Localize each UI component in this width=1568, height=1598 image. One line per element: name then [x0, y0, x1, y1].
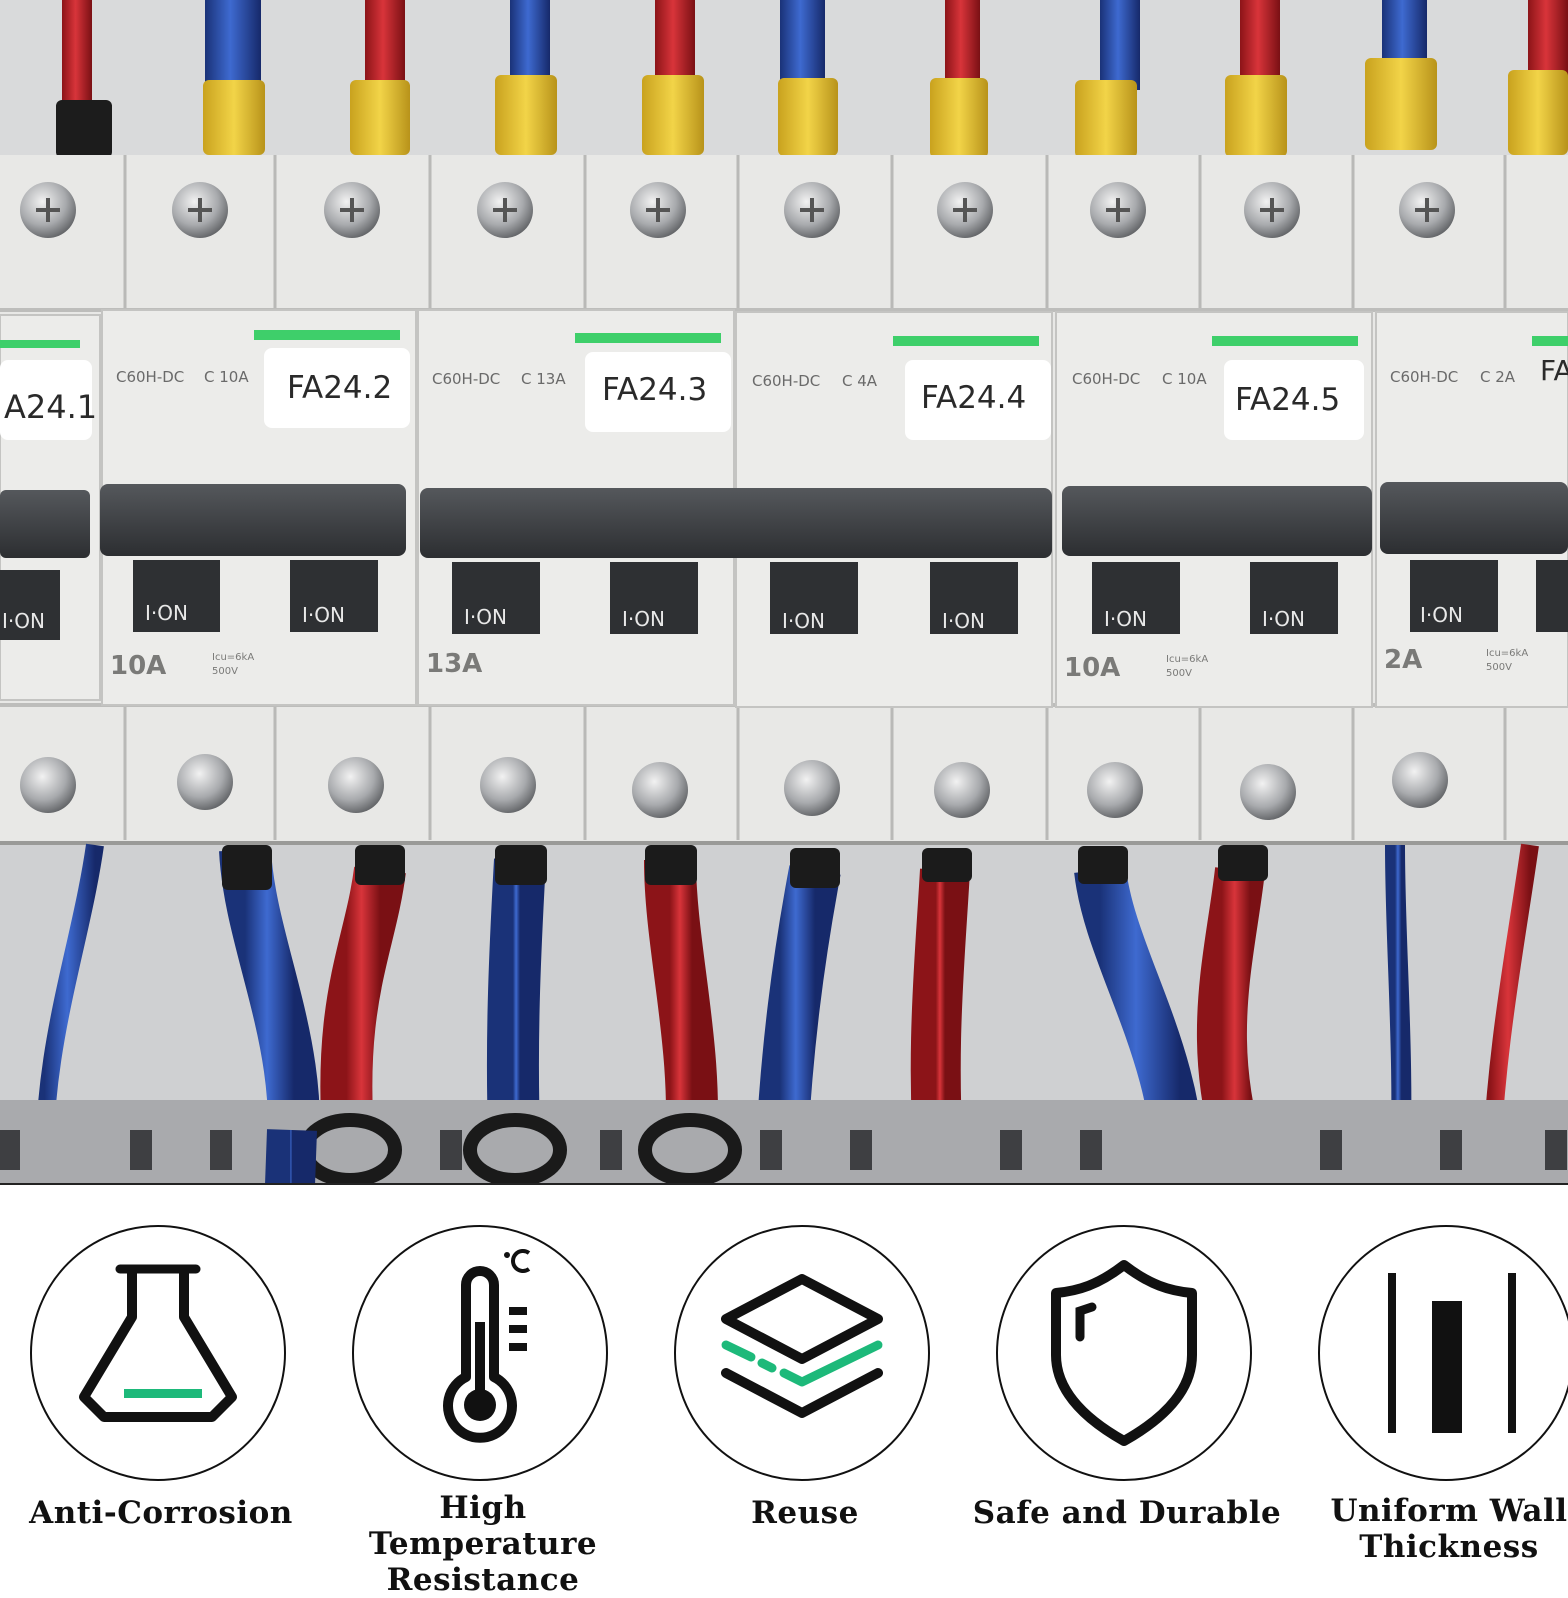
feature-circle: [674, 1225, 930, 1481]
feature-uniform-wall: Uniform Wall Thickness: [1288, 1225, 1568, 1568]
code-3: C 4A: [842, 372, 878, 390]
on-label: I·ON: [1262, 607, 1305, 631]
model-5: C60H-DC: [1390, 368, 1458, 386]
voltage-1: 500V: [212, 666, 238, 677]
on-label: I·ON: [1420, 603, 1463, 627]
on-label: I·ON: [942, 609, 985, 633]
model-1: C60H-DC: [116, 368, 184, 386]
tag-fa242: FA24.2: [287, 370, 392, 406]
feature-label: Uniform Wall Thickness: [1330, 1493, 1568, 1565]
bottom-terminal-screws: [20, 752, 1448, 820]
feature-reuse: Reuse: [644, 1225, 966, 1568]
on-label: I·ON: [145, 601, 188, 625]
code-5: C 2A: [1480, 368, 1516, 386]
circuit-breaker-photo: A24.1 FA24.2 FA24.3 FA24.4 FA24.5 FA C60…: [0, 0, 1568, 1185]
feature-label: Anti-Corrosion: [29, 1495, 293, 1531]
tag-fa244: FA24.4: [921, 380, 1026, 416]
tag-fa-partial: FA: [1540, 354, 1568, 387]
code-1: C 10A: [204, 368, 249, 386]
voltage-5: 500V: [1486, 662, 1512, 673]
on-label: I·ON: [464, 605, 507, 629]
feature-label: High Temperature Resistance: [368, 1490, 598, 1598]
on-label: I·ON: [782, 609, 825, 633]
breaker-handles: I·ON I·ON I·ON I·ON I·ON I·ON I·ON I·ON …: [0, 482, 1568, 683]
icu-5: Icu=6kA: [1486, 648, 1528, 659]
cable-duct: [0, 1100, 1568, 1185]
top-wires: [56, 0, 1568, 158]
feature-high-temperature: High Temperature Resistance: [322, 1225, 644, 1598]
code-4: C 10A: [1162, 370, 1207, 388]
on-label: I·ON: [302, 603, 345, 627]
feature-circle: [30, 1225, 286, 1481]
flask-icon: [79, 1264, 237, 1422]
tag-fa243: FA24.3: [602, 372, 707, 408]
feature-safe-durable: Safe and Durable: [966, 1225, 1288, 1568]
tag-left: A24.1: [4, 388, 97, 426]
feature-anti-corrosion: Anti-Corrosion: [0, 1225, 322, 1568]
code-2: C 13A: [521, 370, 566, 388]
on-label: I·ON: [2, 609, 45, 633]
layers-icon: [721, 1274, 883, 1418]
feature-circle: [1318, 1225, 1568, 1481]
rating-4: 10A: [1064, 653, 1120, 683]
rating-2: 13A: [426, 649, 482, 679]
feature-row: Anti-Corrosion High Temperature Resistan…: [0, 1185, 1568, 1598]
top-terminal-screws: [20, 182, 1455, 238]
thermometer-icon: [443, 1249, 531, 1443]
rating-1: 10A: [110, 651, 166, 681]
tag-fa245: FA24.5: [1235, 382, 1340, 418]
icu-1: Icu=6kA: [212, 652, 254, 663]
icu-4: Icu=6kA: [1166, 654, 1208, 665]
wall-thickness-icon: [1388, 1273, 1516, 1433]
feature-label: Reuse: [751, 1495, 859, 1531]
model-3: C60H-DC: [752, 372, 820, 390]
feature-circle: [352, 1225, 608, 1481]
breaker-labels: A24.1 FA24.2 FA24.3 FA24.4 FA24.5 FA C60…: [0, 330, 1568, 440]
on-label: I·ON: [1104, 607, 1147, 631]
on-label: I·ON: [622, 607, 665, 631]
model-4: C60H-DC: [1072, 370, 1140, 388]
shield-icon: [1051, 1260, 1197, 1446]
rating-5: 2A: [1384, 645, 1422, 675]
feature-circle: [996, 1225, 1252, 1481]
model-2: C60H-DC: [432, 370, 500, 388]
voltage-4: 500V: [1166, 668, 1192, 679]
feature-label: Safe and Durable: [972, 1495, 1282, 1531]
